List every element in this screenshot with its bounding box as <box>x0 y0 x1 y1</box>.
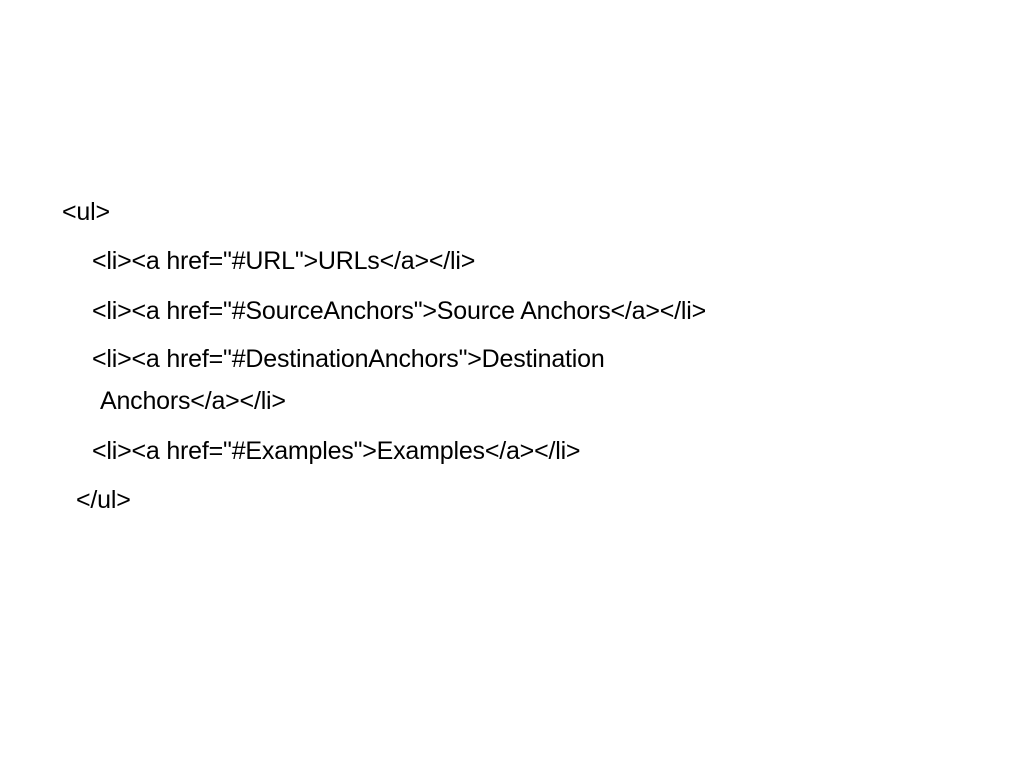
code-line-li-destination-anchors: <li><a href="#DestinationAnchors">Destin… <box>92 345 605 373</box>
code-line-ul-close: </ul> <box>76 486 131 514</box>
code-line-li-destination-anchors-wrap: Anchors</a></li> <box>100 387 286 415</box>
code-line-li-examples: <li><a href="#Examples">Examples</a></li… <box>92 437 581 465</box>
code-line-ul-open: <ul> <box>62 198 110 226</box>
code-line-li-source-anchors: <li><a href="#SourceAnchors">Source Anch… <box>92 297 707 325</box>
code-line-li-urls: <li><a href="#URL">URLs</a></li> <box>92 247 476 275</box>
